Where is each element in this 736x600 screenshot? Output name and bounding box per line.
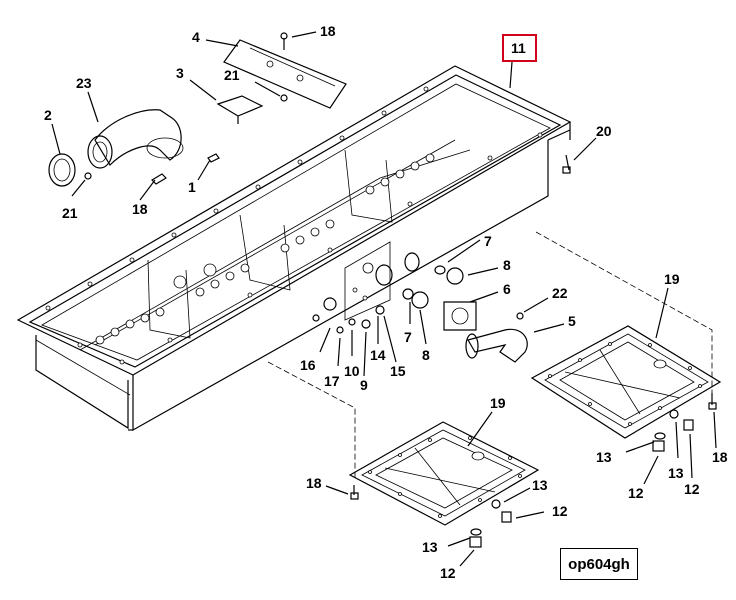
sump-cover-left [348, 421, 540, 526]
callout-8: 8 [422, 347, 430, 363]
seal-ring-2 [48, 153, 76, 187]
callout-21: 21 [62, 205, 78, 221]
highlight-box [502, 34, 537, 62]
callout-18: 18 [132, 201, 148, 217]
callout-12: 12 [684, 481, 700, 497]
callout-13: 13 [422, 539, 438, 555]
callout-11: 11 [511, 40, 526, 56]
leader-lines [51, 31, 717, 567]
callout-9: 9 [360, 377, 368, 393]
callout-20: 20 [596, 123, 612, 139]
callout-21: 21 [224, 67, 240, 83]
callout-15: 15 [390, 363, 406, 379]
callout-23: 23 [76, 75, 92, 91]
callout-5: 5 [568, 313, 576, 329]
sump-cover-right [530, 325, 722, 439]
callout-18: 18 [320, 23, 336, 39]
callout-17: 17 [324, 373, 340, 389]
callout-12: 12 [440, 565, 456, 581]
callout-18: 18 [712, 449, 728, 465]
callout-7: 7 [484, 233, 492, 249]
callout-19: 19 [490, 395, 506, 411]
side-fittings [312, 252, 528, 363]
callout-13: 13 [532, 477, 548, 493]
callout-13: 13 [596, 449, 612, 465]
callout-labels: 11 4 18 3 21 23 2 1 21 18 20 7 8 6 22 5 … [44, 23, 728, 581]
callout-14: 14 [370, 347, 386, 363]
bracket-3 [216, 95, 264, 124]
reference-code-label: op604gh [560, 548, 638, 580]
oil-pan-body [16, 65, 572, 432]
callout-7: 7 [404, 329, 412, 345]
callout-8: 8 [503, 257, 511, 273]
elbow-pipe-23 [87, 109, 184, 169]
flange-bolt-holes [45, 86, 543, 365]
callout-2: 2 [44, 107, 52, 123]
callout-12: 12 [552, 503, 568, 519]
callout-19: 19 [664, 271, 680, 287]
callout-18: 18 [306, 475, 322, 491]
callout-12: 12 [628, 485, 644, 501]
callout-16: 16 [300, 357, 316, 373]
callout-3: 3 [176, 65, 184, 81]
callout-22: 22 [552, 285, 568, 301]
bracket-4 [223, 39, 347, 109]
callout-1: 1 [188, 179, 196, 195]
callout-13: 13 [668, 465, 684, 481]
rib-bosses [95, 153, 435, 345]
callout-4: 4 [192, 29, 200, 45]
callout-10: 10 [344, 363, 360, 379]
callout-6: 6 [503, 281, 511, 297]
